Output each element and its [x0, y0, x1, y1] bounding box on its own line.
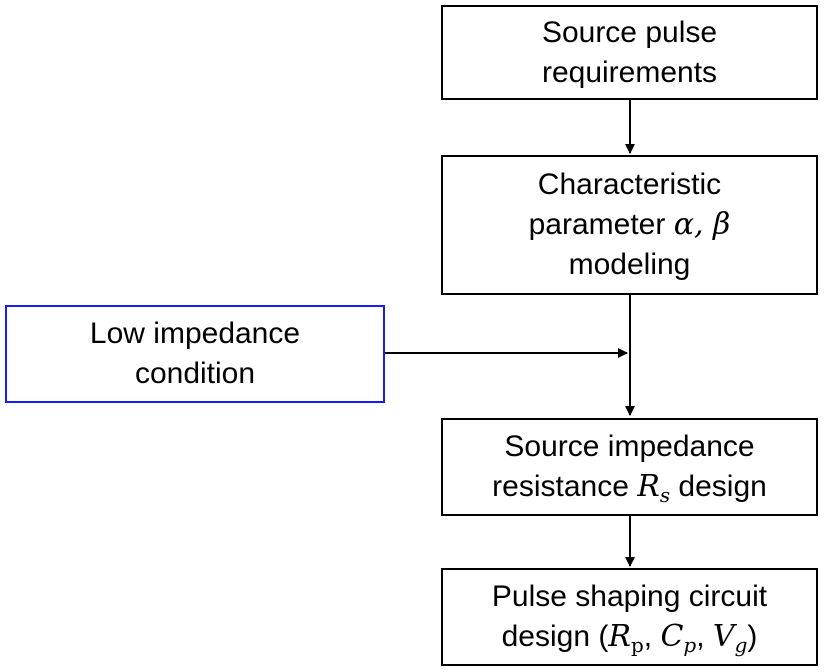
vg-symbol: Vg	[712, 619, 748, 657]
pulse-shaping-line2-text: design (	[501, 620, 609, 653]
characteristic-line2: parameter α, β	[529, 205, 731, 245]
rp-symbol: Rp	[608, 619, 644, 657]
vg-base: V	[712, 619, 735, 654]
low-impedance-line1: Low impedance	[89, 317, 301, 350]
characteristic-line3: modeling	[568, 248, 691, 281]
rs-symbol: Rs	[637, 469, 671, 507]
sep-1: ,	[643, 620, 661, 653]
low-impedance-condition-box: Low impedance condition	[5, 305, 385, 403]
pulse-shaping-line2: design (Rp, Cp, Vg)	[502, 617, 758, 657]
source-pulse-line2: requirements	[541, 55, 718, 89]
cp-subscript: p	[683, 633, 697, 657]
characteristic-line2-text: parameter	[528, 208, 674, 241]
characteristic-parameter-box: Characteristic parameter α, β modeling	[441, 155, 818, 295]
rs-base: R	[637, 469, 660, 504]
sep-2: ,	[696, 620, 713, 653]
rp-subscript: p	[630, 633, 644, 657]
vg-subscript: g	[734, 633, 748, 657]
rs-subscript: s	[659, 483, 671, 507]
source-impedance-line2-text: resistance	[492, 470, 638, 503]
source-impedance-line2-tail: design	[670, 470, 767, 503]
source-pulse-requirements-box: Source pulse requirements	[441, 5, 818, 100]
alpha-beta-symbols: α, β	[673, 207, 731, 242]
source-pulse-line1: Source pulse	[541, 15, 718, 49]
source-impedance-design-box: Source impedance resistance Rs design	[441, 418, 818, 516]
close-paren: )	[747, 620, 758, 653]
source-impedance-line1: Source impedance	[504, 430, 755, 463]
rp-base: R	[608, 619, 631, 654]
pulse-shaping-circuit-box: Pulse shaping circuit design (Rp, Cp, Vg…	[441, 568, 818, 666]
low-impedance-line2: condition	[134, 357, 256, 390]
pulse-shaping-line1: Pulse shaping circuit	[491, 580, 768, 613]
characteristic-line1: Characteristic	[537, 168, 722, 201]
source-impedance-line2: resistance Rs design	[492, 467, 767, 507]
cp-base: C	[660, 619, 684, 654]
cp-symbol: Cp	[660, 619, 697, 657]
